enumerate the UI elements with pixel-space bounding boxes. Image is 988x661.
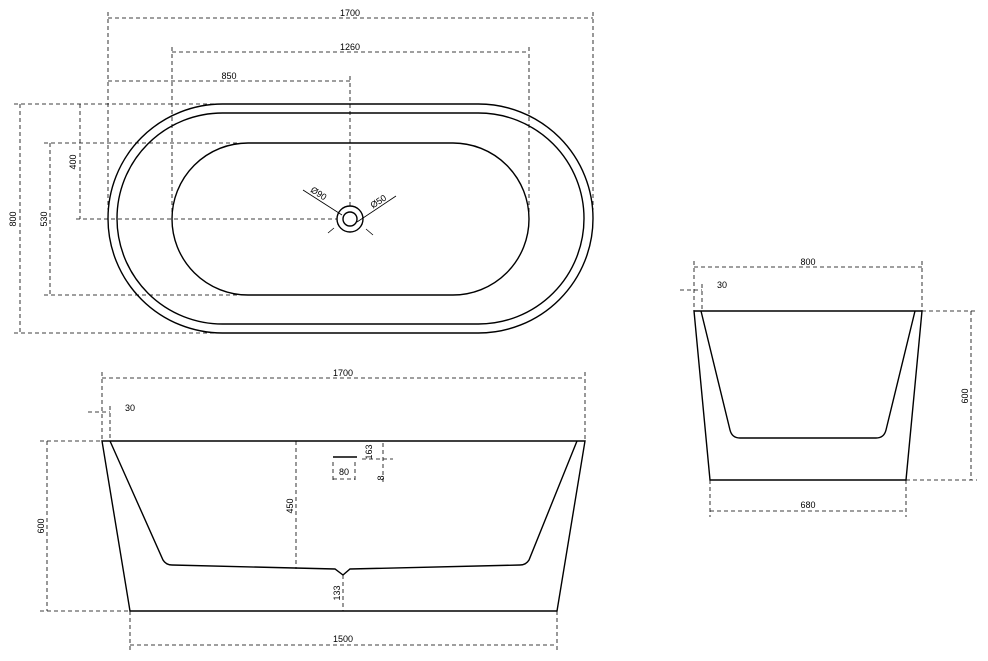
tub-rim-inner-outline [116, 112, 585, 325]
overflow-thickness-label: 8 [376, 475, 386, 480]
top-drain-offset-label: 850 [221, 71, 236, 81]
side-view: 1700 30 600 450 133 80 163 8 1500 [36, 368, 586, 651]
top-view: 1700 1260 850 800 530 400 Ø90 Ø50 [8, 8, 594, 334]
end-width-label: 800 [800, 257, 815, 267]
top-length-label: 1700 [340, 8, 360, 18]
end-height-label: 600 [960, 388, 970, 403]
overflow-width-label: 80 [339, 467, 349, 477]
drain-outer-circle [336, 205, 364, 233]
side-inner-depth-label: 450 [285, 498, 295, 513]
end-rim-label: 30 [717, 280, 727, 290]
side-base-length-label: 1500 [333, 634, 353, 644]
top-inner-length-label: 1260 [340, 42, 360, 52]
top-width-label: 800 [8, 211, 18, 226]
side-height-label: 600 [36, 518, 46, 533]
tub-outer-rim-outline [107, 103, 594, 334]
end-outer-outline [693, 310, 923, 481]
side-length-label: 1700 [333, 368, 353, 378]
end-base-width-label: 680 [800, 500, 815, 510]
side-rim-label: 30 [125, 403, 135, 413]
side-inner-outline [109, 440, 578, 576]
end-view: 800 30 600 680 [680, 257, 977, 517]
top-drain-from-side-label: 400 [68, 154, 78, 169]
end-inner-outline [700, 310, 916, 439]
side-drain-height-label: 133 [332, 585, 342, 600]
top-inner-width-label: 530 [39, 211, 49, 226]
drain-inner-circle [342, 211, 358, 227]
overflow-offset-label: 163 [364, 444, 374, 459]
